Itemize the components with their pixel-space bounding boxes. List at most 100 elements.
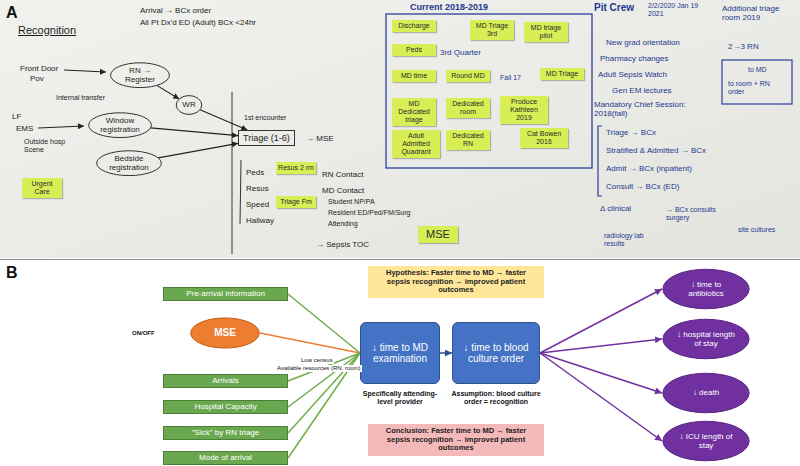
whiteboard: [0, 0, 800, 258]
node-text: Triage (1-6): [243, 133, 290, 143]
handwritten-note: Pov: [30, 74, 44, 83]
node-text: ↓ hospital length of stay: [674, 330, 738, 348]
ellipse-shape: [176, 96, 201, 115]
node-text: Arrivals: [212, 376, 239, 385]
factor-box: Mode of arrival: [163, 451, 288, 465]
handwritten-note: MD Contact: [322, 186, 364, 195]
handwritten-note: Hallway: [246, 216, 274, 225]
connector: [200, 110, 247, 130]
sticky-note: Round MD: [446, 70, 490, 82]
node-text: Bedside registration: [104, 154, 154, 172]
label-text: Fall 17: [500, 74, 521, 81]
sticky-note: Dedicated room: [446, 98, 490, 118]
label-text: → MSE: [306, 134, 334, 143]
node-text: Conclusion: Faster time to MD → faster s…: [374, 427, 538, 453]
label-text: 2→3 RN: [728, 42, 759, 51]
marker-box: [386, 14, 592, 168]
node-text: Window registration: [96, 116, 144, 134]
node-text: Resus 2 rm: [278, 164, 314, 172]
label-text: EMS: [16, 124, 33, 133]
node-text: RN → Register: [118, 66, 162, 84]
label-text: Resident ED/Ped/FM/Surg: [328, 209, 410, 216]
handwritten-note: Mandatory Chief Session: 2018(fall): [594, 100, 719, 118]
handwritten-note: radiology lab results: [604, 232, 664, 248]
label-text: Recognition: [18, 24, 76, 36]
label-text: Assumption: blood culture order = recogn…: [451, 390, 540, 405]
sticky-note: MD Triage 3rd: [470, 20, 514, 40]
label-text: MD Contact: [322, 186, 364, 195]
connector: [288, 294, 360, 353]
node-text: Cat Bowen 2016: [522, 130, 566, 146]
label-text: Stratified & Admitted → BCx: [606, 146, 706, 155]
sticky-note: Resus 2 rm: [276, 162, 316, 174]
conclusion-box: Conclusion: Faster time to MD → faster s…: [368, 424, 544, 456]
annotation: B: [6, 264, 18, 282]
process-box: ↓ time to blood culture order: [452, 322, 540, 384]
label-text: Low census: [301, 357, 333, 363]
label-text: Pit Crew: [594, 2, 634, 13]
outcome-ellipse: ↓ death: [662, 372, 750, 414]
ellipse-shape: [97, 151, 162, 176]
handwritten-note: Attending: [328, 220, 358, 228]
label-text: RN Contact: [322, 170, 363, 179]
connector: [540, 353, 662, 393]
label-text: Hallway: [246, 216, 274, 225]
handwritten-note: LF: [12, 112, 21, 121]
handwritten-note: Stratified & Admitted → BCx: [606, 146, 706, 155]
ellipse-shape: [111, 63, 170, 88]
label-text: A: [6, 4, 18, 21]
sticky-note: Produce Kathleen 2019: [500, 96, 548, 124]
marker-bracket: [240, 160, 241, 224]
sticky-note: Adult Admitted Quadrant: [392, 130, 440, 158]
node-text: Discharge: [398, 22, 430, 30]
sticky-note: Urgent Care: [22, 178, 62, 198]
node-text: MD triage pilot: [526, 24, 566, 40]
handwritten-note: to MD: [748, 66, 767, 74]
label-text: Attending: [328, 220, 358, 227]
label-text: Internal transfer: [56, 94, 105, 101]
handwritten-note: Consult → BCx (ED): [606, 182, 679, 191]
label-text: All Pt Dx'd ED (Adult) BCx <24hr: [140, 18, 256, 27]
label-text: Additional triage room 2019: [722, 4, 779, 22]
handwritten-note: Δ clinical: [600, 204, 631, 213]
label-text: Triage → BCx: [606, 128, 656, 137]
sticky-note: MD Triage: [540, 68, 584, 80]
label-text: Specifically attending-level provider: [363, 390, 437, 405]
label-text: Peds: [246, 168, 264, 177]
handwritten-note: EMS: [16, 124, 33, 133]
node-text: MSE: [426, 228, 450, 241]
outcome-ellipse: ↓ ICU length of stay: [662, 420, 750, 462]
label-text: 1st encounter: [244, 114, 286, 121]
handwritten-note: Additional triage room 2019: [722, 4, 796, 22]
label-text: ON/OFF: [132, 330, 155, 336]
connector: [260, 333, 360, 353]
whiteboard-ellipse: WR: [176, 95, 202, 115]
process-box: ↓ time to MD examination: [360, 322, 440, 384]
node-text: Urgent Care: [24, 180, 60, 196]
sticky-note: Peds: [392, 44, 436, 56]
node-text: Produce Kathleen 2019: [502, 98, 546, 122]
connector: [151, 128, 238, 136]
factor-box: Arrivals: [163, 374, 288, 388]
whiteboard-ellipse: Bedside registration: [96, 150, 162, 176]
handwritten-note: Resident ED/Ped/FM/Surg: [328, 209, 410, 217]
handwritten-note: Resus: [246, 184, 269, 193]
handwritten-note: → Sepsis TOC: [316, 240, 369, 249]
annotation: ON/OFF: [132, 330, 155, 337]
node-text: MD time: [401, 72, 427, 80]
mse-ellipse: MSE: [190, 317, 260, 349]
node-text: ↓ time to MD examination: [365, 342, 435, 365]
factor-box: "Sick" by RN triage: [163, 426, 288, 440]
handwritten-note: → BCx consults surgery: [666, 206, 732, 222]
handwritten-note: Internal transfer: [56, 94, 105, 102]
handwritten-note: All Pt Dx'd ED (Adult) BCx <24hr: [140, 18, 256, 27]
marker-bracket: [598, 126, 602, 196]
label-text: Pharmacy changes: [600, 54, 668, 63]
handwritten-note: Admit → BCx (inpatient): [606, 164, 692, 173]
label-text: Pov: [30, 74, 44, 83]
handwritten-note: Front Door: [20, 64, 58, 73]
label-text: Mandatory Chief Session: 2018(fall): [594, 100, 686, 118]
sticky-note: MD Dedicated triage: [392, 98, 436, 126]
ellipse-shape: [663, 319, 749, 358]
